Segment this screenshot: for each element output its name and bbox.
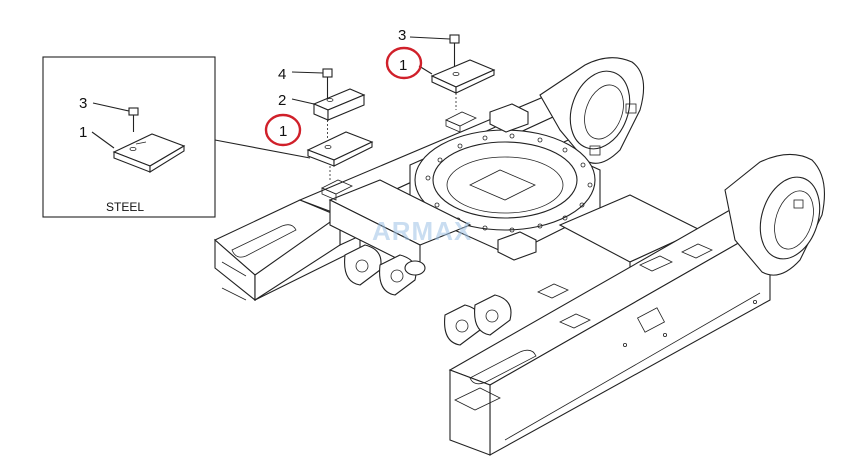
part-1-pad-left xyxy=(306,131,374,167)
callout-4-bolt: 4 xyxy=(278,66,286,83)
part-2-spacer xyxy=(312,88,366,121)
part-4-bolt xyxy=(322,68,333,100)
callout-1-pad-right: 1 xyxy=(399,57,407,74)
track-frame xyxy=(214,57,825,456)
part-3-bolt xyxy=(449,34,460,66)
exploded-pad-stack-left xyxy=(291,68,374,182)
exploded-pad-stack-right xyxy=(409,34,496,110)
slewing-ring-mount xyxy=(409,103,601,261)
boom-brackets xyxy=(344,244,512,346)
part-1-pad-right xyxy=(430,59,496,94)
inset-caption: STEEL xyxy=(106,200,144,214)
inset-pad xyxy=(112,133,186,173)
rear-idler-housing xyxy=(539,57,645,164)
inset-leader-line xyxy=(214,139,311,159)
inset-callout-3: 3 xyxy=(79,95,87,112)
inset-steel-variant: 3 1 STEEL xyxy=(42,56,311,218)
inset-frame xyxy=(42,56,216,218)
inset-bolt xyxy=(128,107,139,132)
callout-1-pad-left: 1 xyxy=(279,123,287,140)
stopper-blocks xyxy=(321,111,713,329)
callout-2-spacer: 2 xyxy=(278,92,286,109)
highlight-circle-callout-1-right xyxy=(385,46,423,80)
highlight-circle-callout-1-left xyxy=(264,113,302,147)
inset-leader-pad xyxy=(91,131,115,149)
front-idler-housing xyxy=(724,153,825,276)
inset-leader-bolt xyxy=(92,102,130,112)
watermark: ARMAX xyxy=(372,216,472,246)
inset-callout-1: 1 xyxy=(79,124,87,141)
right-side-frame xyxy=(448,209,772,456)
callout-3-bolt: 3 xyxy=(398,27,406,44)
